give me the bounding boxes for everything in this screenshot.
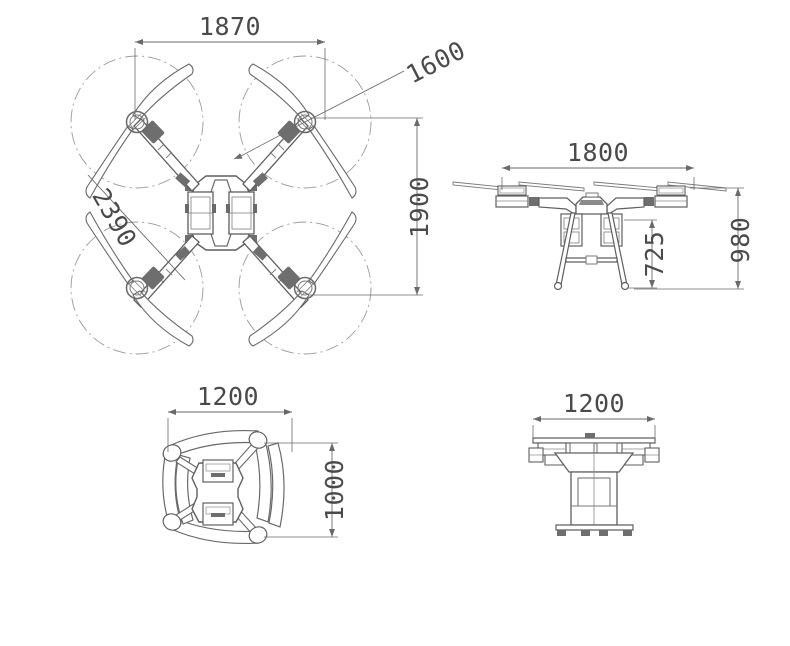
dimension-1870: 1870 [134, 12, 326, 120]
dimension-1200-folded-width: 1200 [167, 382, 293, 452]
side-center-canopy [575, 192, 608, 215]
dimension-label-1000: 1000 [320, 459, 349, 521]
folded-top-motor-pods [162, 431, 268, 544]
dimension-1200-folded-front: 1200 [532, 389, 656, 442]
dimension-label-1200-a: 1200 [197, 382, 259, 411]
dimension-980: 980 [634, 187, 755, 290]
view-top-unfolded: 1870 1600 1900 2390 [70, 12, 470, 355]
folded-top-blades [162, 430, 285, 545]
dimension-1900: 1900 [310, 117, 434, 296]
dimension-label-980: 980 [726, 217, 755, 264]
side-motor-assemblies [495, 185, 688, 208]
dimension-label-1870: 1870 [199, 12, 261, 41]
dimension-label-1200-b: 1200 [563, 389, 625, 418]
view-side-unfolded: 1800 725 980 [452, 138, 755, 291]
rotor-sweep-circles [70, 55, 372, 355]
dimension-label-725: 725 [640, 231, 669, 278]
dimension-1800: 1800 [501, 138, 695, 190]
folded-front-body [553, 452, 635, 526]
side-landing-gear [553, 212, 630, 291]
top-arm-joints [175, 172, 268, 261]
folded-top-body [191, 459, 244, 526]
dimension-725: 725 [624, 219, 669, 289]
top-motor-mounts [141, 120, 301, 290]
dimension-label-1900: 1900 [405, 176, 434, 238]
view-folded-front: 1200 [528, 389, 660, 536]
dimension-label-1800: 1800 [567, 138, 629, 167]
top-propeller-blades [85, 63, 357, 347]
view-folded-top: 1200 1000 [162, 382, 349, 545]
dimension-1000: 1000 [264, 442, 349, 538]
side-propeller-blades [452, 181, 727, 192]
folded-front-motor-pods [528, 447, 660, 466]
folded-front-landing-skids [555, 524, 634, 536]
